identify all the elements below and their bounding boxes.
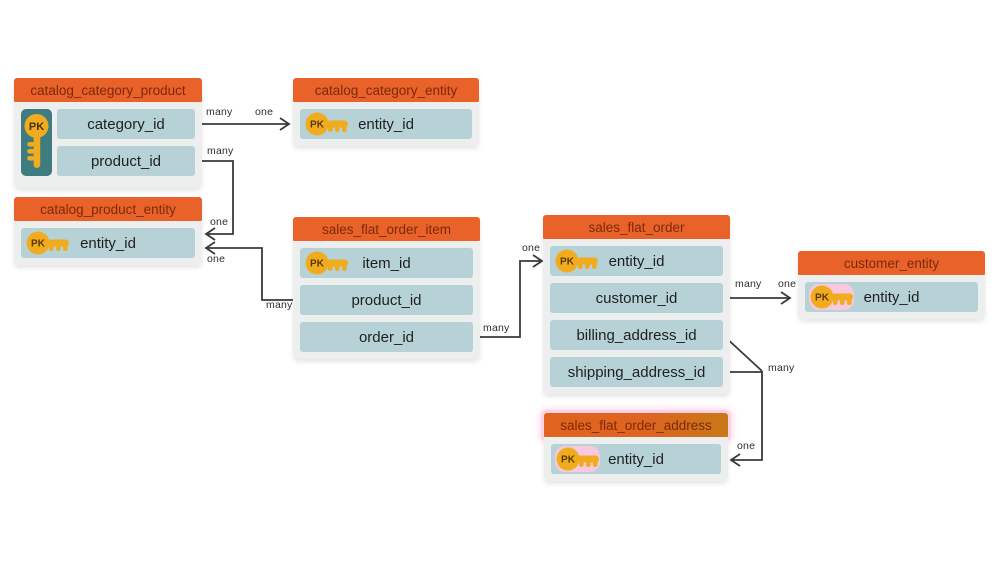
svg-text:PK: PK <box>560 257 575 268</box>
table-title: catalog_category_entity <box>293 78 479 102</box>
table-sales-flat-order: sales_flat_order PK entity_id <box>543 215 730 394</box>
table-catalog-category-product: catalog_category_product PK category_id <box>14 78 202 188</box>
svg-text:PK: PK <box>29 121 44 133</box>
field-product-id: product_id <box>300 285 473 315</box>
table-body: PK entity_id <box>293 102 479 146</box>
table-title: customer_entity <box>798 251 985 275</box>
field-label: product_id <box>351 291 422 309</box>
field-order-id: order_id <box>300 322 473 352</box>
table-body: PK entity_id customer_id billing_address… <box>543 239 730 394</box>
table-body: PK entity_id <box>14 221 202 265</box>
cardinality-label: many <box>483 322 510 334</box>
field-label: order_id <box>358 328 415 346</box>
table-title: sales_flat_order <box>543 215 730 239</box>
field-entity-id: PK entity_id <box>805 282 978 312</box>
cardinality-label: many <box>266 299 293 311</box>
table-body: PK entity_id <box>544 437 728 481</box>
svg-text:PK: PK <box>561 455 576 466</box>
cardinality-label: one <box>210 216 229 228</box>
field-product-id: product_id <box>57 146 195 176</box>
cardinality-label: one <box>778 278 797 290</box>
svg-text:PK: PK <box>310 120 325 131</box>
field-label: category_id <box>87 115 165 133</box>
primary-key-icon: PK <box>304 110 350 138</box>
field-entity-id: PK entity_id <box>21 228 195 258</box>
table-title: catalog_category_product <box>14 78 202 102</box>
cardinality-label: one <box>522 242 541 254</box>
field-label: entity_id <box>608 450 664 468</box>
field-label: entity_id <box>608 252 665 270</box>
table-customer-entity: customer_entity PK <box>798 251 985 319</box>
field-entity-id: PK entity_id <box>551 444 721 474</box>
cardinality-label: many <box>735 278 762 290</box>
table-title: catalog_product_entity <box>14 197 202 221</box>
table-catalog-product-entity: catalog_product_entity PK entity <box>14 197 202 265</box>
field-item-id: PK item_id <box>300 248 473 278</box>
cardinality-label: one <box>737 440 756 452</box>
field-entity-id: PK entity_id <box>300 109 472 139</box>
cardinality-label: many <box>768 362 795 374</box>
field-billing-address-id: billing_address_id <box>550 320 723 350</box>
table-title-highlighted: sales_flat_order_address <box>544 413 728 437</box>
primary-key-icon-highlighted: PK <box>555 445 601 473</box>
field-shipping-address-id: shipping_address_id <box>550 357 723 387</box>
field-label: entity_id <box>863 288 920 306</box>
cardinality-label: many <box>207 145 234 157</box>
table-catalog-category-entity: catalog_category_entity PK entit <box>293 78 479 146</box>
cardinality-label: one <box>255 106 274 118</box>
table-title: sales_flat_order_item <box>293 217 480 241</box>
svg-text:PK: PK <box>31 239 46 250</box>
table-body: PK entity_id <box>798 275 985 319</box>
field-customer-id: customer_id <box>550 283 723 313</box>
primary-key-icon-highlighted: PK <box>809 283 855 311</box>
field-label: billing_address_id <box>576 326 697 344</box>
table-sales-flat-order-item: sales_flat_order_item PK item_id <box>293 217 480 359</box>
field-label: entity_id <box>80 234 136 252</box>
cardinality-label: one <box>207 253 226 265</box>
primary-key-icon: PK <box>21 109 52 181</box>
table-sales-flat-order-address: sales_flat_order_address PK <box>544 413 728 481</box>
primary-key-icon: PK <box>25 229 71 257</box>
svg-text:PK: PK <box>310 259 325 270</box>
svg-text:PK: PK <box>815 293 830 304</box>
primary-key-icon: PK <box>304 249 350 277</box>
field-label: shipping_address_id <box>567 363 706 381</box>
table-body: PK category_id product_id <box>14 102 202 188</box>
field-label: entity_id <box>358 115 414 133</box>
relationship-line-item-product <box>204 241 300 301</box>
field-label: product_id <box>90 152 162 170</box>
field-label: item_id <box>362 254 411 272</box>
table-body: PK item_id product_id order_id <box>293 241 480 359</box>
field-label: customer_id <box>595 289 678 307</box>
field-entity-id: PK entity_id <box>550 246 723 276</box>
primary-key-icon: PK <box>554 247 600 275</box>
relationship-line-customer <box>723 291 792 305</box>
field-category-id: category_id <box>57 109 195 139</box>
cardinality-label: many <box>206 106 233 118</box>
relationship-line-category <box>195 117 291 131</box>
